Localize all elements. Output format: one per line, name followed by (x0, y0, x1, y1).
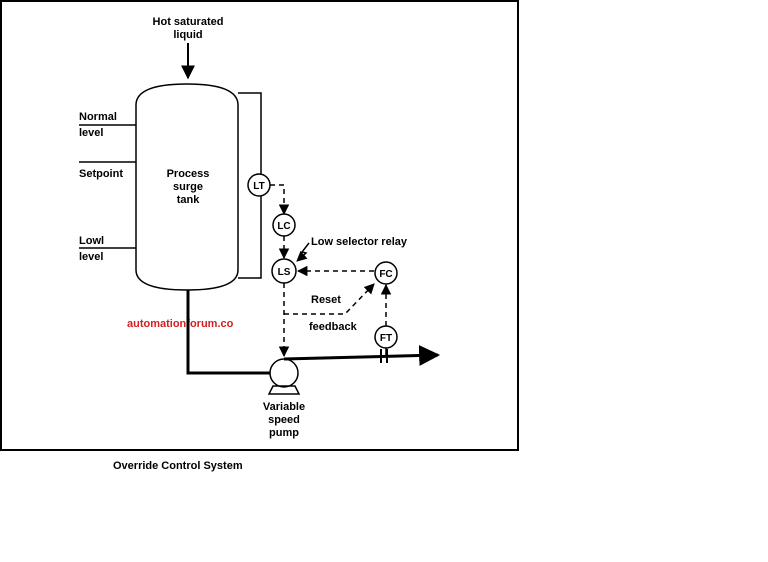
setpoint-label: Setpoint (79, 168, 123, 180)
low-level-label-2: level (79, 251, 103, 263)
reset-label: Reset (311, 294, 341, 306)
watermark-text: automationforum.co (127, 318, 234, 330)
instrument-ls: LS (271, 258, 297, 284)
low-selector-label: Low selector relay (311, 236, 408, 248)
instrument-fc: FC (374, 261, 398, 285)
svg-text:FT: FT (380, 333, 392, 344)
pump-label-line1: Variable (263, 401, 305, 413)
diagram-caption: Override Control System (113, 460, 243, 472)
svg-text:LT: LT (253, 181, 264, 192)
instrument-lc: LC (272, 213, 296, 237)
low-level-label-1: Lowl (79, 235, 104, 247)
tank-outlet-line (186, 290, 271, 375)
instrument-lt: LT (247, 173, 271, 197)
variable-speed-pump (267, 358, 301, 395)
diagram-frame (0, 0, 519, 451)
discharge-line (283, 344, 441, 366)
reset-feedback-signal (284, 283, 375, 315)
inlet-label-line1: Hot saturated (153, 16, 224, 28)
signal-lt-to-lc (270, 184, 290, 216)
tank-label-line3: tank (177, 194, 201, 206)
inlet-label-line2: liquid (173, 29, 202, 41)
normal-level-label-2: level (79, 127, 103, 139)
pump-label-line2: speed (268, 414, 300, 426)
svg-text:FC: FC (379, 269, 392, 280)
normal-level-label-1: Normal (79, 111, 117, 123)
svg-text:LC: LC (277, 221, 290, 232)
low-selector-pointer (296, 242, 310, 262)
tank-label-line2: surge (173, 181, 203, 193)
feedback-label: feedback (309, 321, 358, 333)
surge-tank (135, 83, 239, 291)
tank-label-line1: Process (167, 168, 210, 180)
svg-text:LS: LS (278, 267, 291, 278)
instrument-ft: FT (374, 325, 398, 349)
pump-label-line3: pump (269, 427, 299, 439)
